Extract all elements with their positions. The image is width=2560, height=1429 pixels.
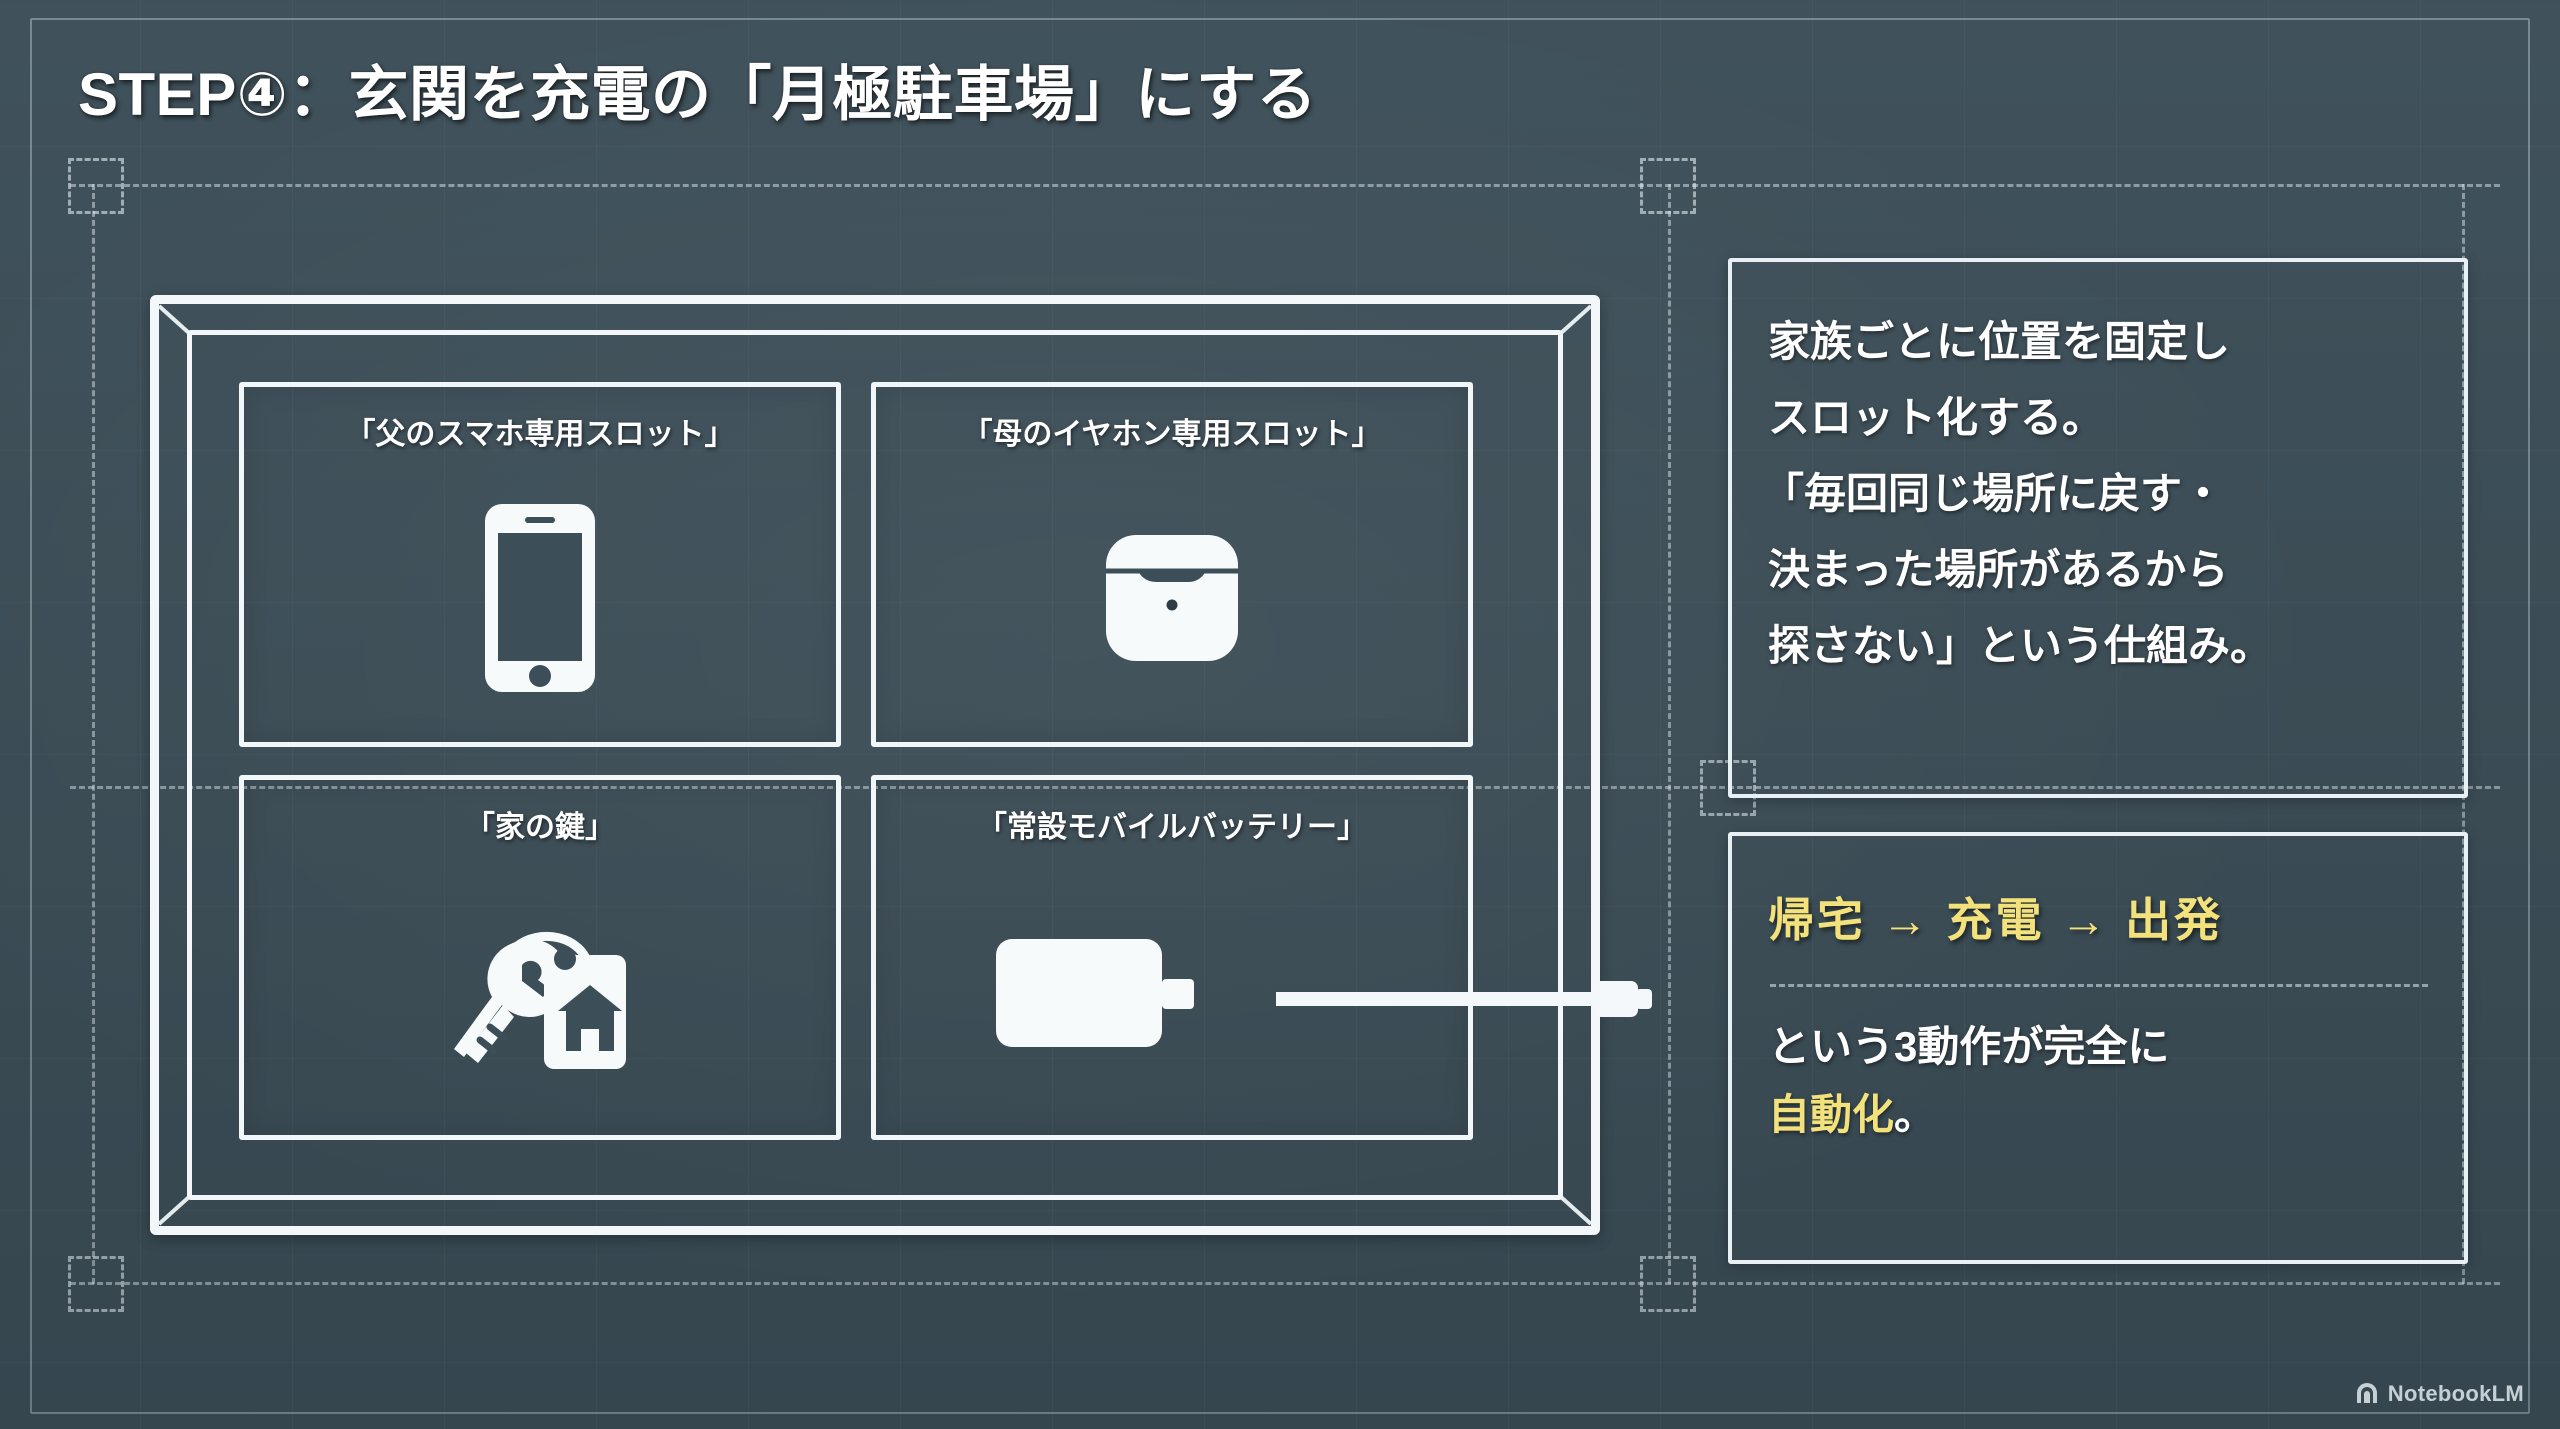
guide-line-vertical-right (1668, 184, 1671, 1284)
flow-body-suffix: 。 (1894, 1091, 1937, 1138)
slot-power-bank[interactable]: 「常設モバイルバッテリー」 (871, 775, 1473, 1140)
slot-label: 「母のイヤホン専用スロット」 (962, 418, 1382, 451)
slot-label: 「常設モバイルバッテリー」 (977, 811, 1367, 844)
shelf-outer-frame: 「父のスマホ専用スロット」 「母のイヤホン専用スロット」 (150, 295, 1600, 1235)
smartphone-icon (485, 503, 595, 692)
shelf-bevel-bottom-left (157, 1195, 191, 1226)
guide-line-vertical-far-right (2462, 184, 2465, 1284)
description-line-5: 探さない」という仕組み。 (1768, 622, 2273, 669)
power-bank-cable-icon (996, 938, 1194, 1047)
shelf-bevel-top-left (157, 304, 191, 335)
description-line-4: 決まった場所があるから (1768, 546, 2229, 593)
guide-marker-bottom-left (68, 1256, 124, 1312)
slot-icon-wrap (244, 453, 836, 742)
description-line-2: スロット化する。 (1768, 394, 2105, 441)
notebooklm-spiral-icon (2356, 1383, 2377, 1403)
shelf-bevel-top-right (1559, 304, 1593, 335)
slot-label: 「家の鍵」 (465, 811, 615, 844)
guide-line-horizontal-bottom (70, 1282, 2500, 1285)
slot-father-phone[interactable]: 「父のスマホ専用スロット」 (239, 382, 841, 747)
guide-marker-top-left (68, 158, 124, 214)
slot-icon-wrap (876, 453, 1468, 742)
description-panel: 家族ごとに位置を固定し スロット化する。 「毎回同じ場所に戻す・ 決まった場所が… (1728, 258, 2468, 798)
page-title: STEP④：玄関を充電の「月極駐車場」にする (78, 61, 1318, 128)
guide-marker-bottom-right (1640, 1256, 1696, 1312)
flow-body-line-1: という3動作が完全に (1768, 1023, 2170, 1070)
flow-panel: 帰宅 → 充電 → 出発 という3動作が完全に 自動化。 (1728, 832, 2468, 1264)
shelf-inner-frame (187, 330, 1563, 1200)
slot-icon-wrap (876, 846, 1468, 1135)
watermark-label: NotebookLM (2387, 1381, 2524, 1406)
guide-marker-top-right (1640, 158, 1696, 214)
guide-line-horizontal-mid (70, 786, 2500, 789)
description-line-3: 「毎回同じ場所に戻す・ (1762, 470, 2225, 517)
slot-house-keys[interactable]: 「家の鍵」 (239, 775, 841, 1140)
watermark: NotebookLM (2354, 1381, 2524, 1407)
slot-icon-wrap (244, 846, 836, 1135)
flow-highlight-text: 自動化 (1768, 1091, 1895, 1138)
shelf-bevel-bottom-right (1559, 1195, 1593, 1226)
keys-icon (454, 931, 626, 1069)
flow-divider (1770, 984, 2428, 987)
guide-line-horizontal-top (70, 184, 2500, 187)
description-line-1: 家族ごとに位置を固定し (1768, 318, 2231, 365)
slot-mother-earphones[interactable]: 「母のイヤホン専用スロット」 (871, 382, 1473, 747)
earbuds-case-icon (1106, 534, 1238, 661)
charging-cable-icon (1276, 981, 1652, 1017)
slot-grid: 「父のスマホ専用スロット」 「母のイヤホン専用スロット」 (239, 382, 1473, 1140)
slot-label: 「父のスマホ専用スロット」 (345, 418, 735, 451)
guide-line-vertical-left (92, 184, 95, 1284)
flow-body-line-2: 自動化。 (1768, 1081, 2430, 1149)
flow-sequence-text: 帰宅 → 充電 → 出発 (1768, 894, 2224, 946)
